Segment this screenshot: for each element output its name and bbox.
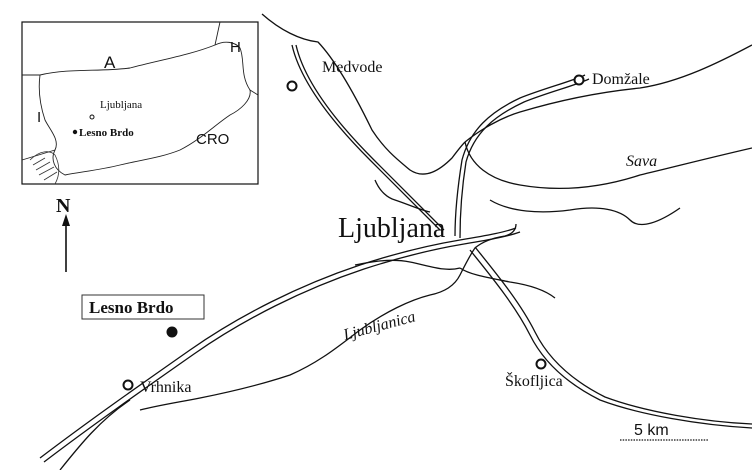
road-skofljica (469, 246, 752, 429)
road-medvode (291, 44, 445, 231)
inset-site-marker-icon (72, 129, 78, 135)
inset-label-hungary: H (230, 39, 241, 56)
road-domzale (454, 74, 590, 239)
inset-label-ljubljana: Ljubljana (100, 99, 142, 111)
site-marker-icon (166, 326, 178, 338)
north-arrow-icon (62, 214, 70, 272)
river-label-sava: Sava (626, 153, 657, 170)
town-label-skofljica: Škofljica (505, 371, 563, 390)
slovenia-outline (38, 41, 251, 176)
highway (39, 227, 521, 463)
north-label: N (56, 195, 71, 217)
inset-label-austria: A (104, 53, 116, 72)
town-label-medvode: Medvode (322, 59, 382, 76)
site-label: Lesno Brdo (89, 298, 174, 317)
site-label-box (81, 294, 205, 320)
inset-ljubljana-marker-icon (89, 114, 95, 120)
inset-label-italy: I (37, 109, 41, 126)
town-label-domzale: Domžale (592, 71, 650, 88)
sava-river (261, 13, 752, 190)
inset-label-croatia: CRO (196, 131, 229, 148)
inset-label-site: Lesno Brdo (79, 127, 134, 139)
river-label-ljubljanica: Ljubljanica (341, 308, 418, 344)
town-marker-icon (286, 80, 298, 92)
town-marker-icon (573, 74, 585, 86)
road-west (59, 399, 131, 470)
scale-label: 5 km (634, 422, 669, 439)
town-marker-icon (535, 358, 547, 370)
city-label-ljubljana: Ljubljana (338, 213, 446, 244)
town-marker-icon (122, 379, 134, 391)
town-label-vrhnika: Vrhnika (140, 379, 191, 396)
inset-frame (21, 21, 259, 185)
inset-map (21, 21, 259, 185)
